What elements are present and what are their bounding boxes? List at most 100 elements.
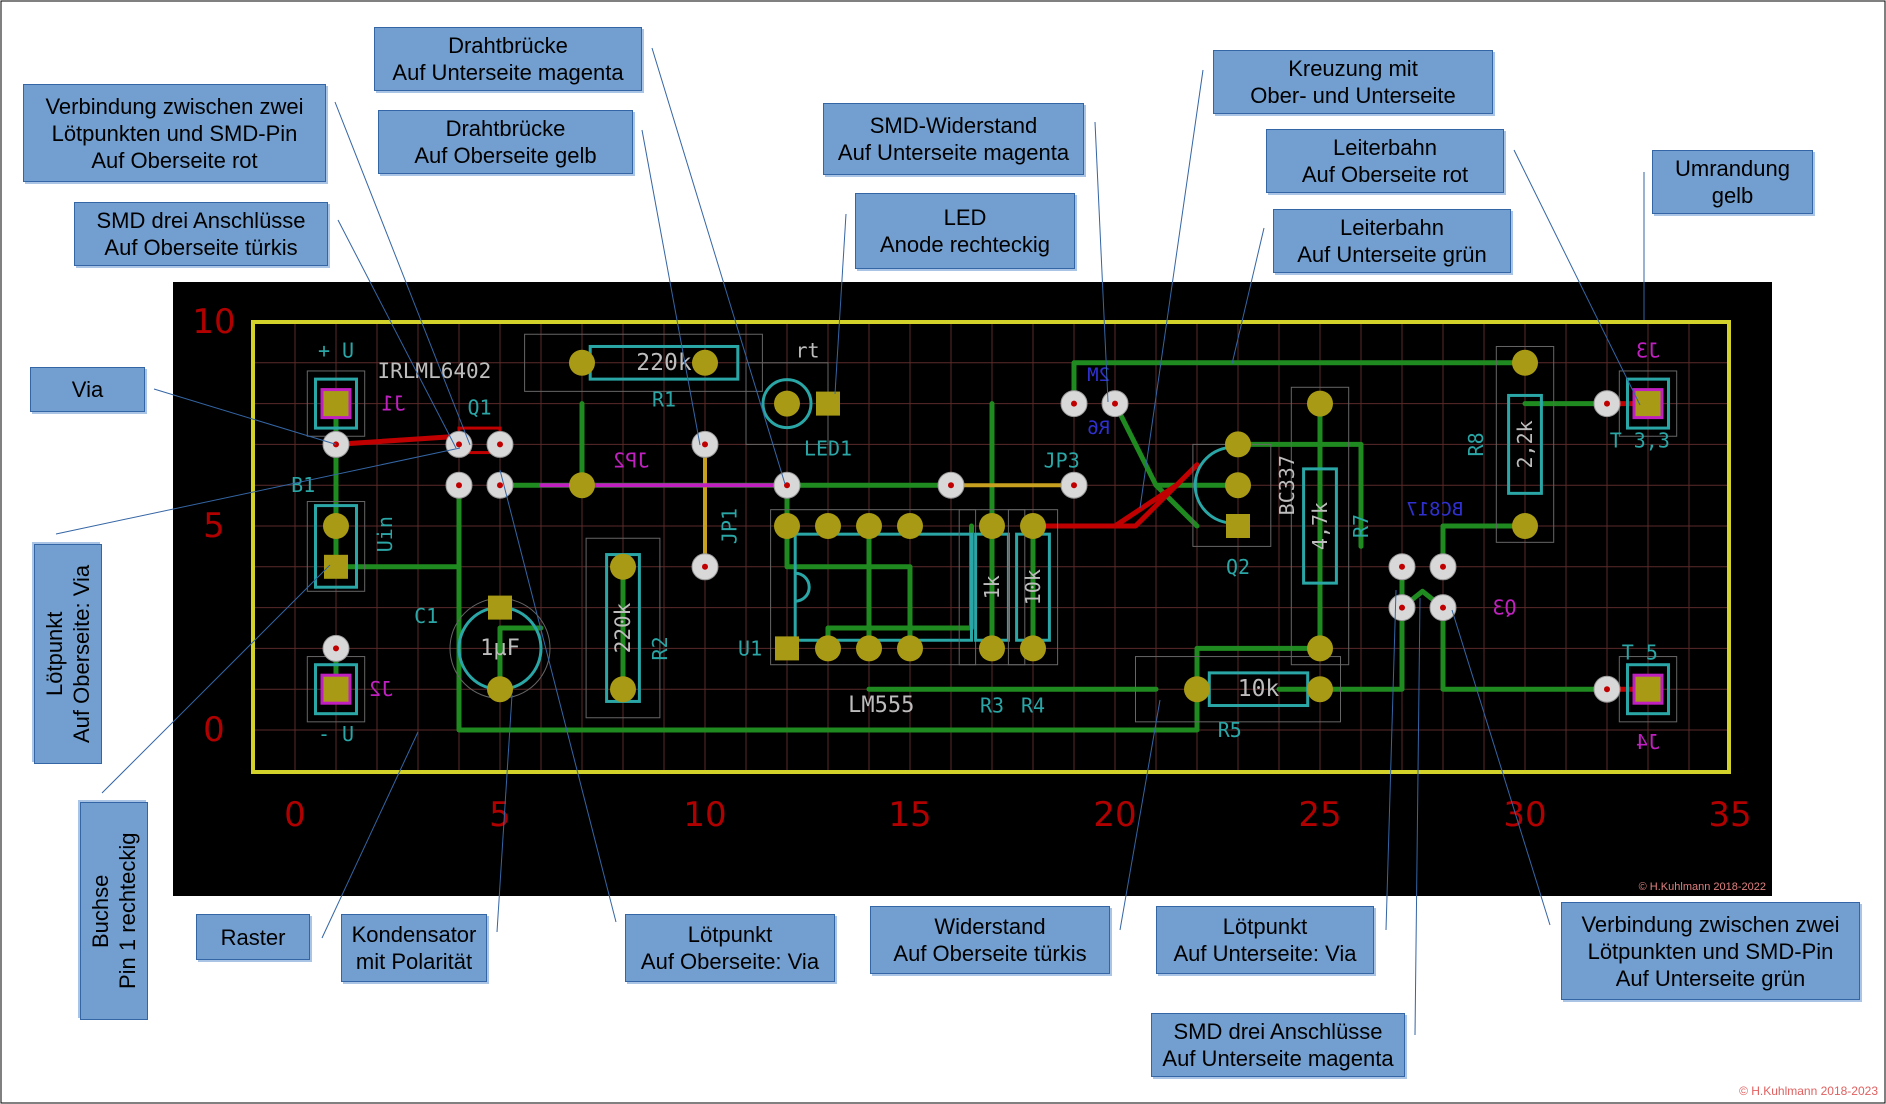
j4-via-drill [1604,686,1610,693]
board-edge-outline [251,320,1731,774]
u1-pad-bottom [856,635,882,662]
r7-pad-1 [1307,390,1333,417]
label-r4-value: 10k [1021,569,1045,605]
callout-line: LED [943,205,987,230]
label-r5-value: 10k [1238,676,1280,702]
callout-line: Auf Oberseite gelb [414,143,597,168]
r7-courtyard [1290,386,1350,666]
label-uin: Uin [373,516,397,552]
u1-pad-top [856,513,882,539]
r3-pad-1 [979,513,1005,539]
r2-pad-2 [610,676,636,703]
q3-via-1-drill [1399,563,1405,570]
u1-pad-1 [775,636,799,661]
callout-line: SMD drei Anschlüsse [1173,1019,1383,1044]
j2-pad-1 [320,673,352,705]
callout-line: Lötpunkt [1222,914,1308,939]
leader-line [1414,597,1421,1036]
label-c1-value: 1µF [480,636,520,661]
label-r1: R1 [652,388,676,412]
r8-courtyard [1495,345,1555,543]
r7-body [1302,467,1338,585]
callout-line: Buchse [88,874,113,948]
j3-body [1626,377,1670,430]
x-tick-label: 35 [1708,795,1751,835]
leader-line [334,101,471,446]
j4-pad-1 [1632,673,1664,705]
leader-line [651,47,786,485]
label-j1: J1 [381,392,405,416]
label-jp2: JP2 [613,449,649,473]
label-bc817: BC817 [1406,499,1463,521]
callout-line: Verbindung zwischen zwei [45,93,304,119]
q2-pad-1 [1226,514,1250,538]
callout-line: Auf Unterseite grün [1615,965,1806,991]
callout-line: SMD-Widerstand [869,113,1038,138]
callout-via: Via [30,367,145,412]
callout-line: Auf Unterseite: Via [1173,941,1357,966]
label-r8: R8 [1464,432,1488,456]
leader-line [321,731,419,939]
c1-pad-1 [488,595,512,620]
jp2-via-drill [784,482,790,489]
u1-pad-bottom [897,635,923,662]
b1-body [314,504,358,589]
jp1-via-1-drill [702,441,708,448]
j2-via-drill [333,645,339,652]
leader-line [496,694,513,933]
q2-pad-3 [1225,431,1251,458]
callout-line: Auf Oberseite rot [1301,162,1469,187]
q1-via-4-drill [497,482,503,489]
jp3-via-1-drill [948,482,954,489]
u1-pad-top [774,513,800,539]
label-r3: R3 [980,694,1004,718]
r4-courtyard [1007,509,1059,666]
back-track [1440,523,1528,570]
callout-line: Lötpunkt [42,611,67,697]
leader-line [1139,69,1204,509]
callout-line: Widerstand [934,914,1046,939]
label-irlml6402: IRLML6402 [378,359,492,383]
q1-via-3-drill [456,482,462,489]
j1-body [314,377,358,430]
callout-line: Umrandung [1675,156,1790,181]
x-tick-label: 30 [1503,795,1546,835]
q2-outline [1193,445,1234,525]
leader-lines [55,47,1645,1036]
callout-line: Kondensator [351,922,477,947]
jp2-pad-1 [569,472,595,499]
callout-line: Auf Unterseite grün [1297,242,1487,267]
copyright-outer: © H.Kuhlmann 2018-2023 [1739,1084,1878,1098]
q1-via-1-drill [456,441,462,448]
label-jp3: JP3 [1044,449,1080,473]
label-r7: R7 [1349,514,1373,538]
callout-line: Auf Oberseite: Via [69,564,94,744]
q3-via-4-drill [1440,604,1446,611]
led1-pad-k [774,390,800,417]
q3-via-3-drill [1399,604,1405,611]
callout-line: Leiterbahn [1340,215,1444,240]
label-b1: B1 [291,473,315,497]
r5-pad-2 [1307,676,1333,703]
u1-pad-top [897,513,923,539]
label-jp1: JP1 [718,508,742,544]
label-j4: J4 [1636,730,1660,754]
leader-line [1385,589,1397,931]
label-r3-value: 1k [980,575,1004,599]
leader-line [1094,121,1109,403]
r2-courtyard [585,537,661,719]
r8-pad-2 [1512,513,1538,539]
r3-courtyard [958,509,1026,666]
label-q3: Q3 [1492,596,1516,620]
label-c1: C1 [414,604,438,628]
